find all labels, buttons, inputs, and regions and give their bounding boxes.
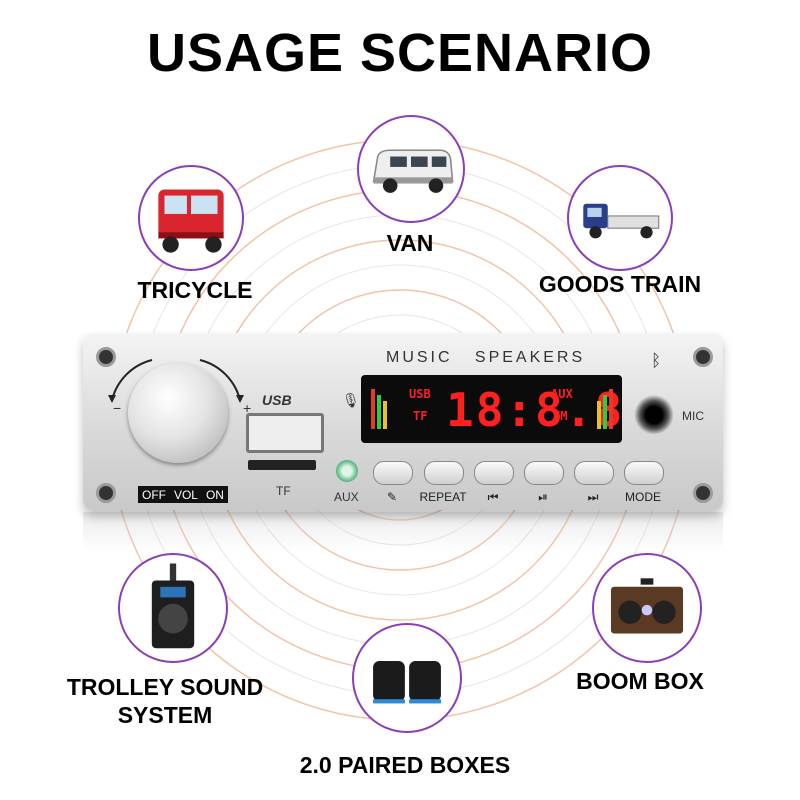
- panel-reflection: [83, 512, 723, 552]
- goods-train-image: [567, 165, 673, 271]
- volume-on-label: ON: [205, 487, 224, 502]
- brand-label: MUSIC SPEAKERS: [386, 349, 586, 366]
- display-tf-indicator: TF: [413, 409, 428, 423]
- mic-icon: 🎙: [342, 392, 360, 408]
- mode-label: MODE: [625, 490, 661, 504]
- mount-hole-bottom-left: [96, 483, 116, 503]
- microphone-button[interactable]: [373, 461, 413, 485]
- volume-vol-label: VOL: [173, 487, 198, 502]
- boom-box-image: [592, 553, 702, 663]
- display-usb-indicator: USB: [409, 387, 431, 401]
- mount-hole-top-left: [96, 347, 116, 367]
- microphone-icon: ✎: [386, 490, 398, 504]
- display-aux-indicator: AUX: [551, 387, 573, 401]
- display-fm-indicator: FM: [553, 409, 568, 423]
- paired-boxes-image: [352, 623, 462, 733]
- tricycle-image: [138, 165, 244, 271]
- play-pause-icon: ⏯: [538, 490, 548, 504]
- van-image: [357, 115, 465, 223]
- display-digits: 18:8.8: [446, 383, 625, 437]
- mic-label: MIC: [682, 409, 704, 423]
- previous-button[interactable]: [474, 461, 514, 485]
- tricycle-label: TRICYCLE: [137, 277, 253, 303]
- volume-strip: OFF VOL ON: [138, 486, 228, 503]
- trolley-sound-system-label: TROLLEY SOUND SYSTEM: [40, 673, 290, 729]
- van-label: VAN: [386, 230, 434, 256]
- mount-hole-top-right: [693, 347, 713, 367]
- bluetooth-icon: ᛒ: [651, 351, 662, 370]
- volume-arrows: [108, 359, 244, 403]
- repeat-button[interactable]: [424, 461, 464, 485]
- paired-boxes-label: 2.0 PAIRED BOXES: [299, 752, 511, 778]
- play-pause-button[interactable]: [524, 461, 564, 485]
- led-display: USB TF 18:8.8 AUX FM: [361, 375, 622, 443]
- tf-card-slot[interactable]: [248, 460, 316, 470]
- previous-icon: ⏮: [487, 490, 499, 504]
- volume-off-label: OFF: [141, 487, 166, 502]
- volume-knob[interactable]: [128, 363, 228, 463]
- tf-label: TF: [276, 484, 291, 498]
- aux-label: AUX: [334, 490, 359, 504]
- page-title: USAGE SCENARIO: [146, 23, 654, 83]
- trolley-label-line2: SYSTEM: [117, 702, 213, 728]
- volume-plus: +: [243, 400, 252, 416]
- aux-indicator: [336, 460, 358, 482]
- next-button[interactable]: [574, 461, 614, 485]
- next-icon: ⏭: [587, 490, 599, 504]
- goods-train-label: GOODS TRAIN: [538, 271, 702, 297]
- trolley-sound-system-image: [118, 553, 228, 663]
- usb-port[interactable]: [246, 413, 324, 453]
- repeat-label: REPEAT: [419, 490, 467, 504]
- mic-jack[interactable]: [634, 395, 674, 435]
- usb-logo: USB: [262, 392, 292, 408]
- trolley-label-line1: TROLLEY SOUND: [66, 674, 264, 700]
- mount-hole-bottom-right: [693, 483, 713, 503]
- boom-box-label: BOOM BOX: [576, 668, 704, 694]
- volume-minus: −: [113, 400, 122, 416]
- mode-button[interactable]: [624, 461, 664, 485]
